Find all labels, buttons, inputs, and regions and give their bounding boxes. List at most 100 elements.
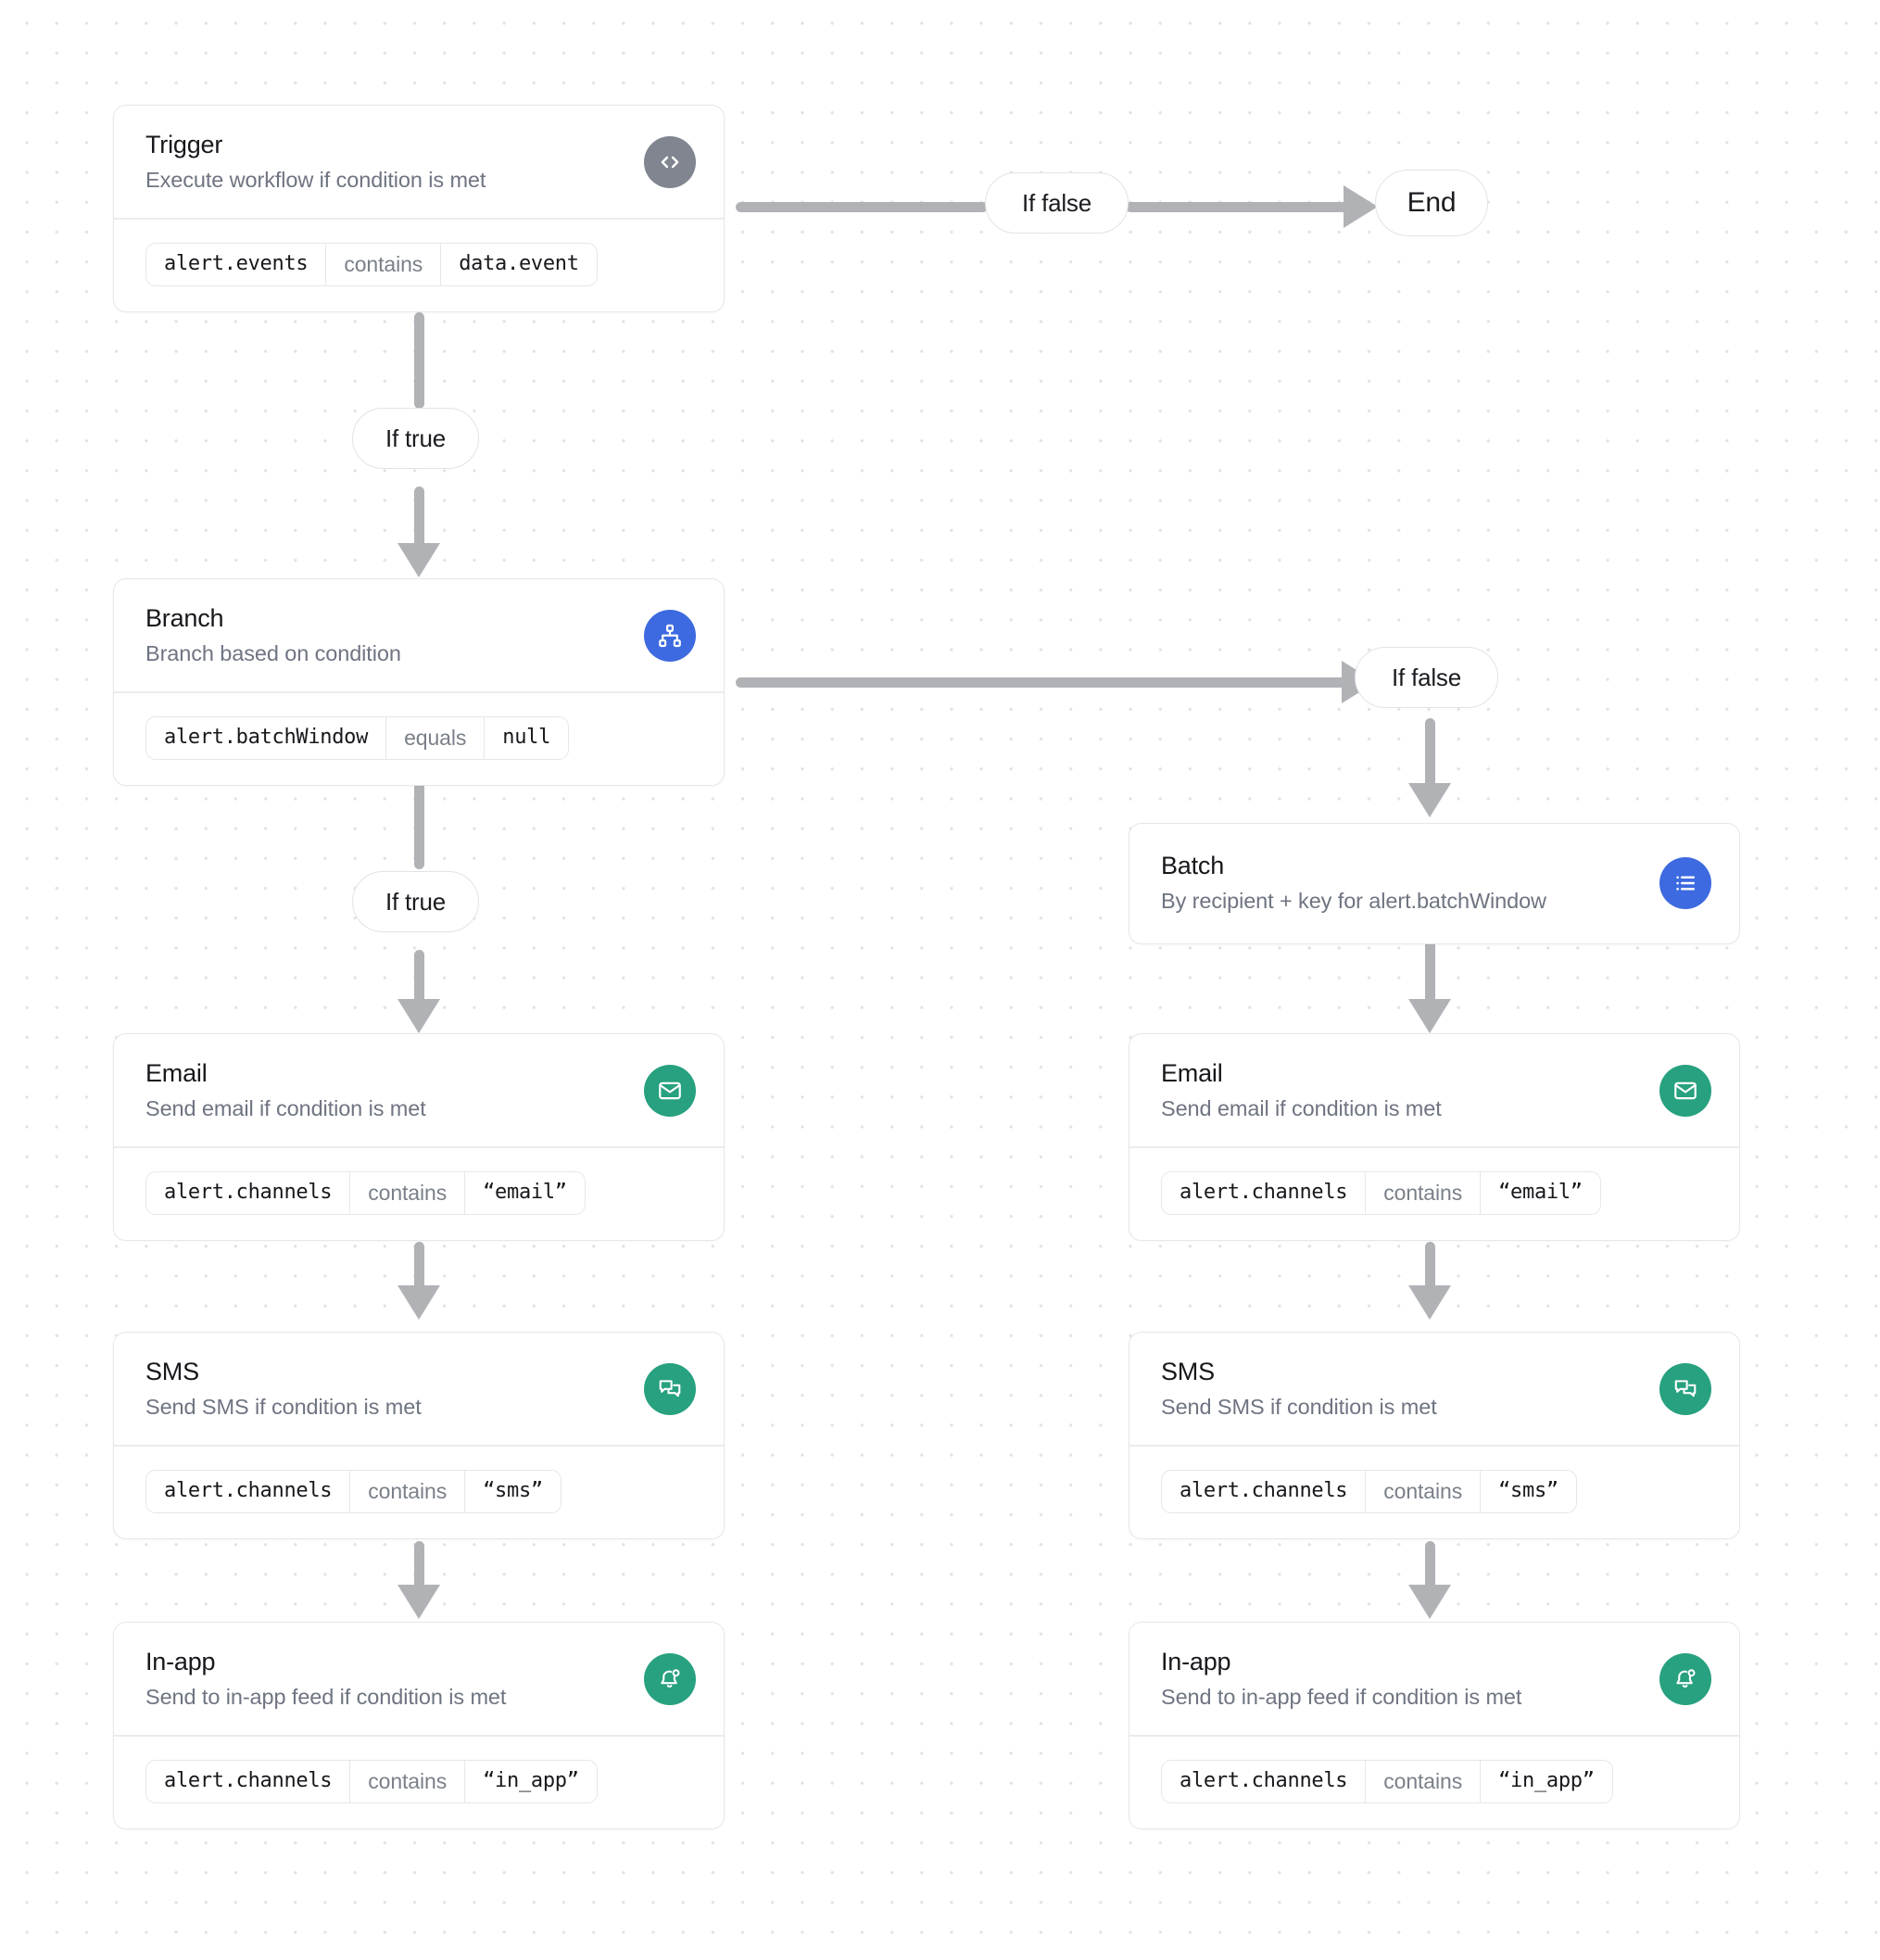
- condition-chip[interactable]: alert.events contains data.event: [145, 242, 598, 286]
- node-inapp-left[interactable]: In-app Send to in-app feed if condition …: [113, 1622, 725, 1829]
- node-branch[interactable]: Branch Branch based on condition alert.b…: [113, 578, 725, 786]
- arrowhead-batch-to-email-right: [1408, 999, 1451, 1033]
- node-title: SMS: [1161, 1358, 1215, 1385]
- condition-chip[interactable]: alert.channels contains “sms”: [1161, 1469, 1577, 1513]
- node-email-left-condition: alert.channels contains “email”: [114, 1148, 724, 1240]
- node-sms-right[interactable]: SMS Send SMS if condition is met alert.c…: [1129, 1332, 1740, 1539]
- node-sms-left-condition: alert.channels contains “sms”: [114, 1447, 724, 1538]
- code-icon: [644, 135, 696, 188]
- node-email-right-header: Email Send email if condition is met: [1129, 1034, 1739, 1146]
- end-node-label: End: [1407, 187, 1457, 218]
- condition-field: alert.channels: [1180, 1181, 1348, 1205]
- node-sms-right-condition: alert.channels contains “sms”: [1129, 1447, 1739, 1538]
- edge-label-branch-if-true[interactable]: If true: [352, 871, 479, 932]
- node-email-right-condition: alert.channels contains “email”: [1129, 1148, 1739, 1240]
- node-inapp-right[interactable]: In-app Send to in-app feed if condition …: [1129, 1622, 1740, 1829]
- node-sms-left[interactable]: SMS Send SMS if condition is met alert.c…: [113, 1332, 725, 1539]
- node-divider: [114, 218, 724, 220]
- condition-operator: contains: [349, 1760, 466, 1802]
- node-title: SMS: [145, 1358, 199, 1385]
- condition-operator: contains: [349, 1171, 466, 1214]
- connector-email-to-sms-right: [1425, 1242, 1435, 1297]
- condition-value: “sms”: [483, 1479, 543, 1503]
- arrowhead-email-to-sms-left: [397, 1285, 440, 1320]
- node-divider: [114, 1735, 724, 1737]
- node-subtitle: Send to in-app feed if condition is met: [1161, 1684, 1522, 1709]
- condition-operator: contains: [1365, 1470, 1482, 1512]
- edge-label-text: If false: [1022, 188, 1091, 217]
- condition-chip[interactable]: alert.channels contains “in_app”: [1161, 1759, 1613, 1803]
- condition-field: alert.channels: [1180, 1769, 1348, 1793]
- connector-trigger-to-iftrue: [414, 312, 424, 409]
- condition-chip[interactable]: alert.channels contains “email”: [145, 1170, 586, 1215]
- node-sms-left-header: SMS Send SMS if condition is met: [114, 1333, 724, 1445]
- bell-dot-icon: [644, 1652, 696, 1705]
- chat-bubbles-icon: [1659, 1362, 1711, 1415]
- node-sms-right-header: SMS Send SMS if condition is met: [1129, 1333, 1739, 1445]
- edge-label-trigger-if-true[interactable]: If true: [352, 408, 479, 469]
- condition-operator: contains: [1365, 1760, 1482, 1802]
- node-subtitle: Branch based on condition: [145, 640, 401, 665]
- node-title: In-app: [1161, 1648, 1231, 1675]
- node-inapp-left-header: In-app Send to in-app feed if condition …: [114, 1623, 724, 1735]
- bell-dot-icon: [1659, 1652, 1711, 1705]
- node-divider: [1129, 1146, 1739, 1148]
- condition-field: alert.events: [164, 252, 309, 276]
- node-subtitle: Send email if condition is met: [145, 1095, 426, 1120]
- condition-field: alert.channels: [1180, 1479, 1348, 1503]
- node-divider: [114, 1445, 724, 1447]
- connector-iffalse-to-batch: [1425, 718, 1435, 802]
- node-trigger-header: Trigger Execute workflow if condition is…: [114, 106, 724, 218]
- node-inapp-right-condition: alert.channels contains “in_app”: [1129, 1737, 1739, 1828]
- condition-chip[interactable]: alert.channels contains “in_app”: [145, 1759, 598, 1803]
- node-subtitle: Send to in-app feed if condition is met: [145, 1684, 507, 1709]
- condition-operator: contains: [1365, 1171, 1482, 1214]
- node-subtitle: Send SMS if condition is met: [1161, 1394, 1437, 1419]
- envelope-icon: [1659, 1064, 1711, 1117]
- arrowhead-sms-to-inapp-right: [1408, 1585, 1451, 1619]
- connector-email-to-sms-left: [414, 1242, 424, 1297]
- node-branch-condition: alert.batchWindow equals null: [114, 693, 724, 785]
- node-inapp-right-header: In-app Send to in-app feed if condition …: [1129, 1623, 1739, 1735]
- connector-sms-to-inapp-left: [414, 1541, 424, 1597]
- connector-branch-to-iftrue: [414, 778, 424, 869]
- node-subtitle: Send SMS if condition is met: [145, 1394, 422, 1419]
- condition-field: alert.batchWindow: [164, 726, 369, 750]
- edge-label-branch-if-false[interactable]: If false: [1355, 647, 1498, 708]
- node-title: Branch: [145, 604, 224, 632]
- node-trigger[interactable]: Trigger Execute workflow if condition is…: [113, 105, 725, 312]
- arrowhead-to-branch: [397, 543, 440, 577]
- hierarchy-icon: [644, 609, 696, 662]
- node-email-left[interactable]: Email Send email if condition is met ale…: [113, 1033, 725, 1241]
- condition-field: alert.channels: [164, 1479, 333, 1503]
- node-divider: [114, 691, 724, 693]
- condition-value: “email”: [483, 1181, 567, 1205]
- connector-iftrue-to-email-left: [414, 950, 424, 1019]
- node-title: Email: [1161, 1059, 1223, 1087]
- node-title: Trigger: [145, 131, 223, 158]
- connector-batch-to-email-right: [1425, 930, 1435, 1003]
- arrowhead-to-end: [1344, 185, 1378, 228]
- node-email-left-header: Email Send email if condition is met: [114, 1034, 724, 1146]
- end-node[interactable]: End: [1375, 170, 1488, 236]
- condition-chip[interactable]: alert.channels contains “email”: [1161, 1170, 1601, 1215]
- chat-bubbles-icon: [644, 1362, 696, 1415]
- connector-iffalse-to-end: [1126, 202, 1353, 212]
- node-email-right[interactable]: Email Send email if condition is met ale…: [1129, 1033, 1740, 1241]
- edge-label-text: If true: [385, 424, 447, 452]
- condition-value: “sms”: [1498, 1479, 1558, 1503]
- condition-field: alert.channels: [164, 1769, 333, 1793]
- condition-operator: equals: [385, 716, 486, 759]
- condition-chip[interactable]: alert.batchWindow equals null: [145, 715, 570, 760]
- edge-label-trigger-if-false[interactable]: If false: [985, 172, 1129, 234]
- node-title: In-app: [145, 1648, 216, 1675]
- node-batch[interactable]: Batch By recipient + key for alert.batch…: [1129, 823, 1740, 945]
- node-subtitle: By recipient + key for alert.batchWindow: [1161, 888, 1546, 913]
- condition-chip[interactable]: alert.channels contains “sms”: [145, 1469, 561, 1513]
- envelope-icon: [644, 1064, 696, 1117]
- node-title: Email: [145, 1059, 208, 1087]
- list-icon: [1659, 856, 1711, 909]
- connector-branch-to-iffalse: [736, 677, 1347, 688]
- condition-field: alert.channels: [164, 1181, 333, 1205]
